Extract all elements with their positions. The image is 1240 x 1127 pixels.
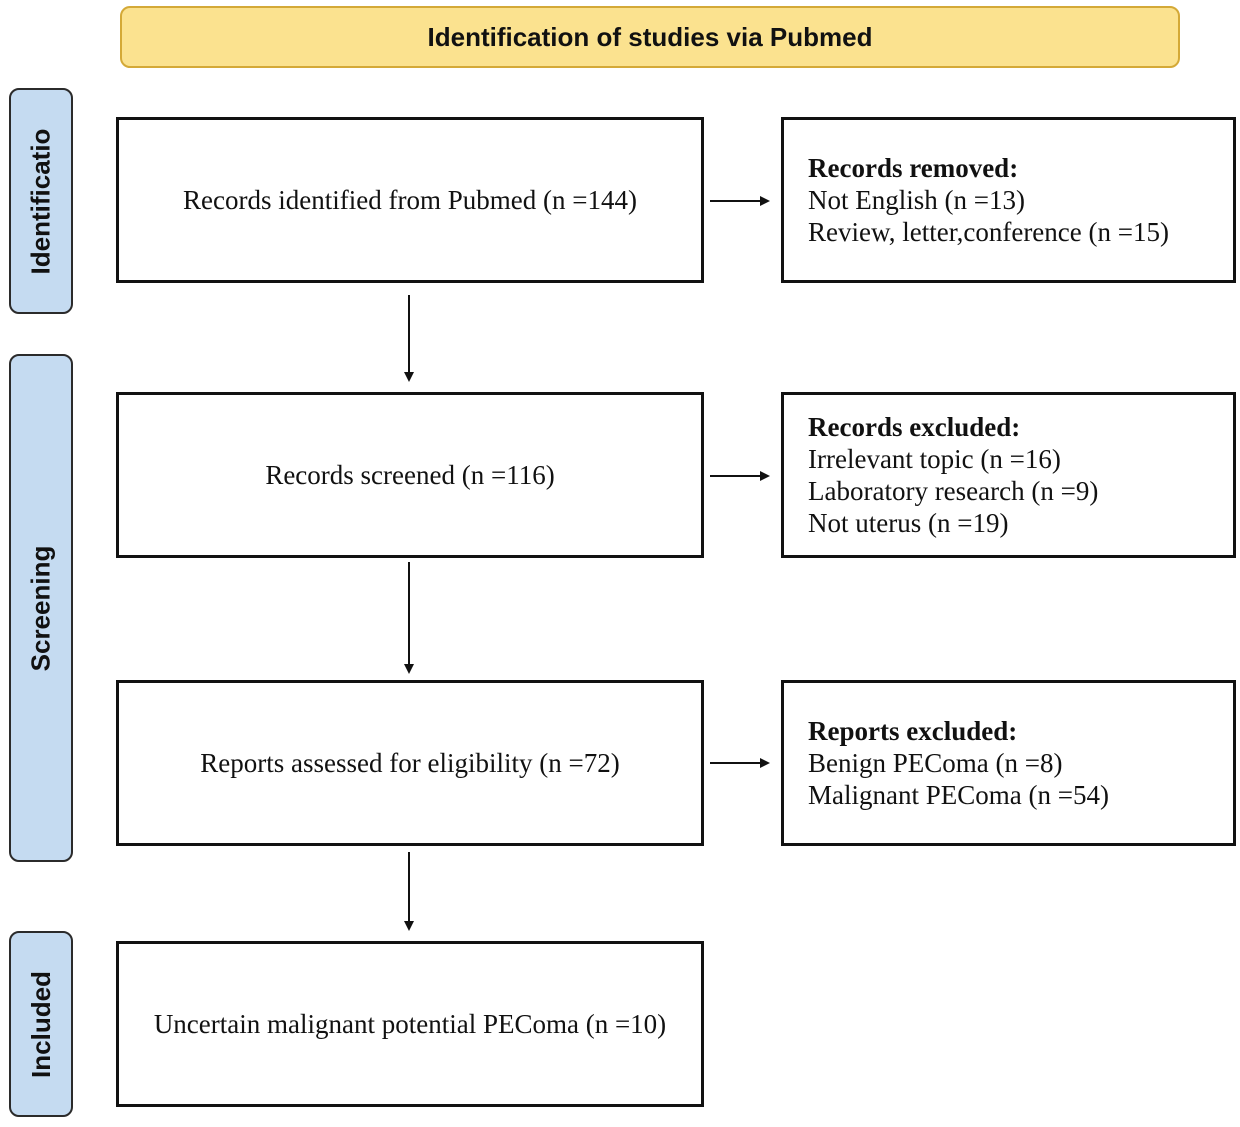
records-excluded-item: Not uterus (n =19) <box>808 508 1009 538</box>
header-title: Identification of studies via Pubmed <box>427 21 873 52</box>
records-excluded-item: Irrelevant topic (n =16) <box>808 444 1061 474</box>
phase-screening: Screening <box>9 354 73 862</box>
phase-identification: Identificatio <box>9 88 73 314</box>
records-identified-text: Records identified from Pubmed (n =144) <box>183 184 637 215</box>
records-removed-title: Records removed: <box>808 153 1019 183</box>
reports-excluded-item: Malignant PEComa (n =54) <box>808 780 1109 810</box>
reports-excluded-item: Benign PEComa (n =8) <box>808 748 1063 778</box>
records-excluded-title: Records excluded: <box>808 412 1021 442</box>
box-records-excluded: Records excluded: Irrelevant topic (n =1… <box>781 392 1236 558</box>
box-reports-assessed: Reports assessed for eligibility (n =72) <box>116 680 704 846</box>
reports-excluded-title: Reports excluded: <box>808 716 1018 746</box>
records-screened-text: Records screened (n =116) <box>265 459 555 490</box>
records-removed-item: Not English (n =13) <box>808 185 1025 215</box>
box-records-screened: Records screened (n =116) <box>116 392 704 558</box>
diagram-header: Identification of studies via Pubmed <box>120 6 1180 68</box>
box-reports-excluded: Reports excluded: Benign PEComa (n =8) M… <box>781 680 1236 846</box>
box-records-identified: Records identified from Pubmed (n =144) <box>116 117 704 283</box>
box-records-removed: Records removed: Not English (n =13) Rev… <box>781 117 1236 283</box>
records-removed-item: Review, letter,conference (n =15) <box>808 217 1169 247</box>
box-studies-included: Uncertain malignant potential PEComa (n … <box>116 941 704 1107</box>
reports-assessed-text: Reports assessed for eligibility (n =72) <box>200 747 620 778</box>
studies-included-text: Uncertain malignant potential PEComa (n … <box>153 1008 667 1039</box>
records-excluded-item: Laboratory research (n =9) <box>808 476 1099 506</box>
phase-included: Included <box>9 931 73 1117</box>
